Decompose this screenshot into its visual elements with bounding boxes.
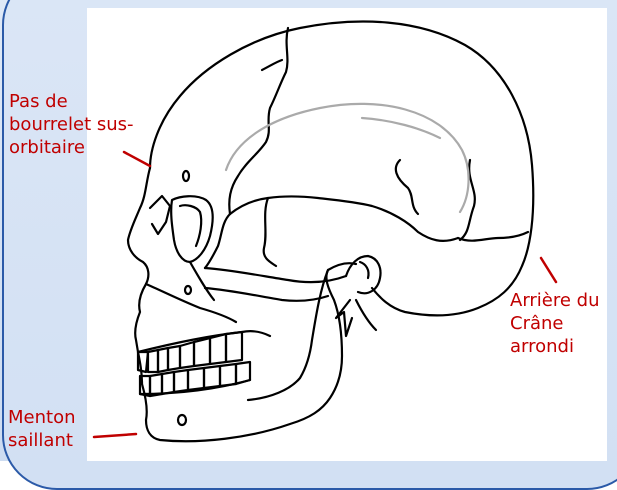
infraorbital-foramen	[183, 171, 189, 181]
pointer-back	[541, 258, 556, 282]
mental-foramen	[178, 415, 186, 425]
pointer-chin	[94, 434, 136, 437]
label-back-of-skull: Arrière du Crâne arrondi	[510, 289, 600, 358]
temporal-line-inferior	[362, 118, 440, 138]
mastoid-region	[346, 256, 381, 293]
temporal-line-superior	[226, 104, 469, 212]
label-brow-ridge: Pas de bourrelet sus- orbitaire	[9, 90, 134, 159]
lower-teeth	[140, 362, 250, 396]
mandible-outline	[142, 263, 356, 441]
cranium-outline	[150, 21, 533, 315]
nasal-bone	[150, 196, 170, 234]
skull-lateral-diagram	[0, 0, 617, 461]
ramus-line	[248, 270, 328, 400]
label-chin: Menton saillant	[8, 406, 76, 452]
